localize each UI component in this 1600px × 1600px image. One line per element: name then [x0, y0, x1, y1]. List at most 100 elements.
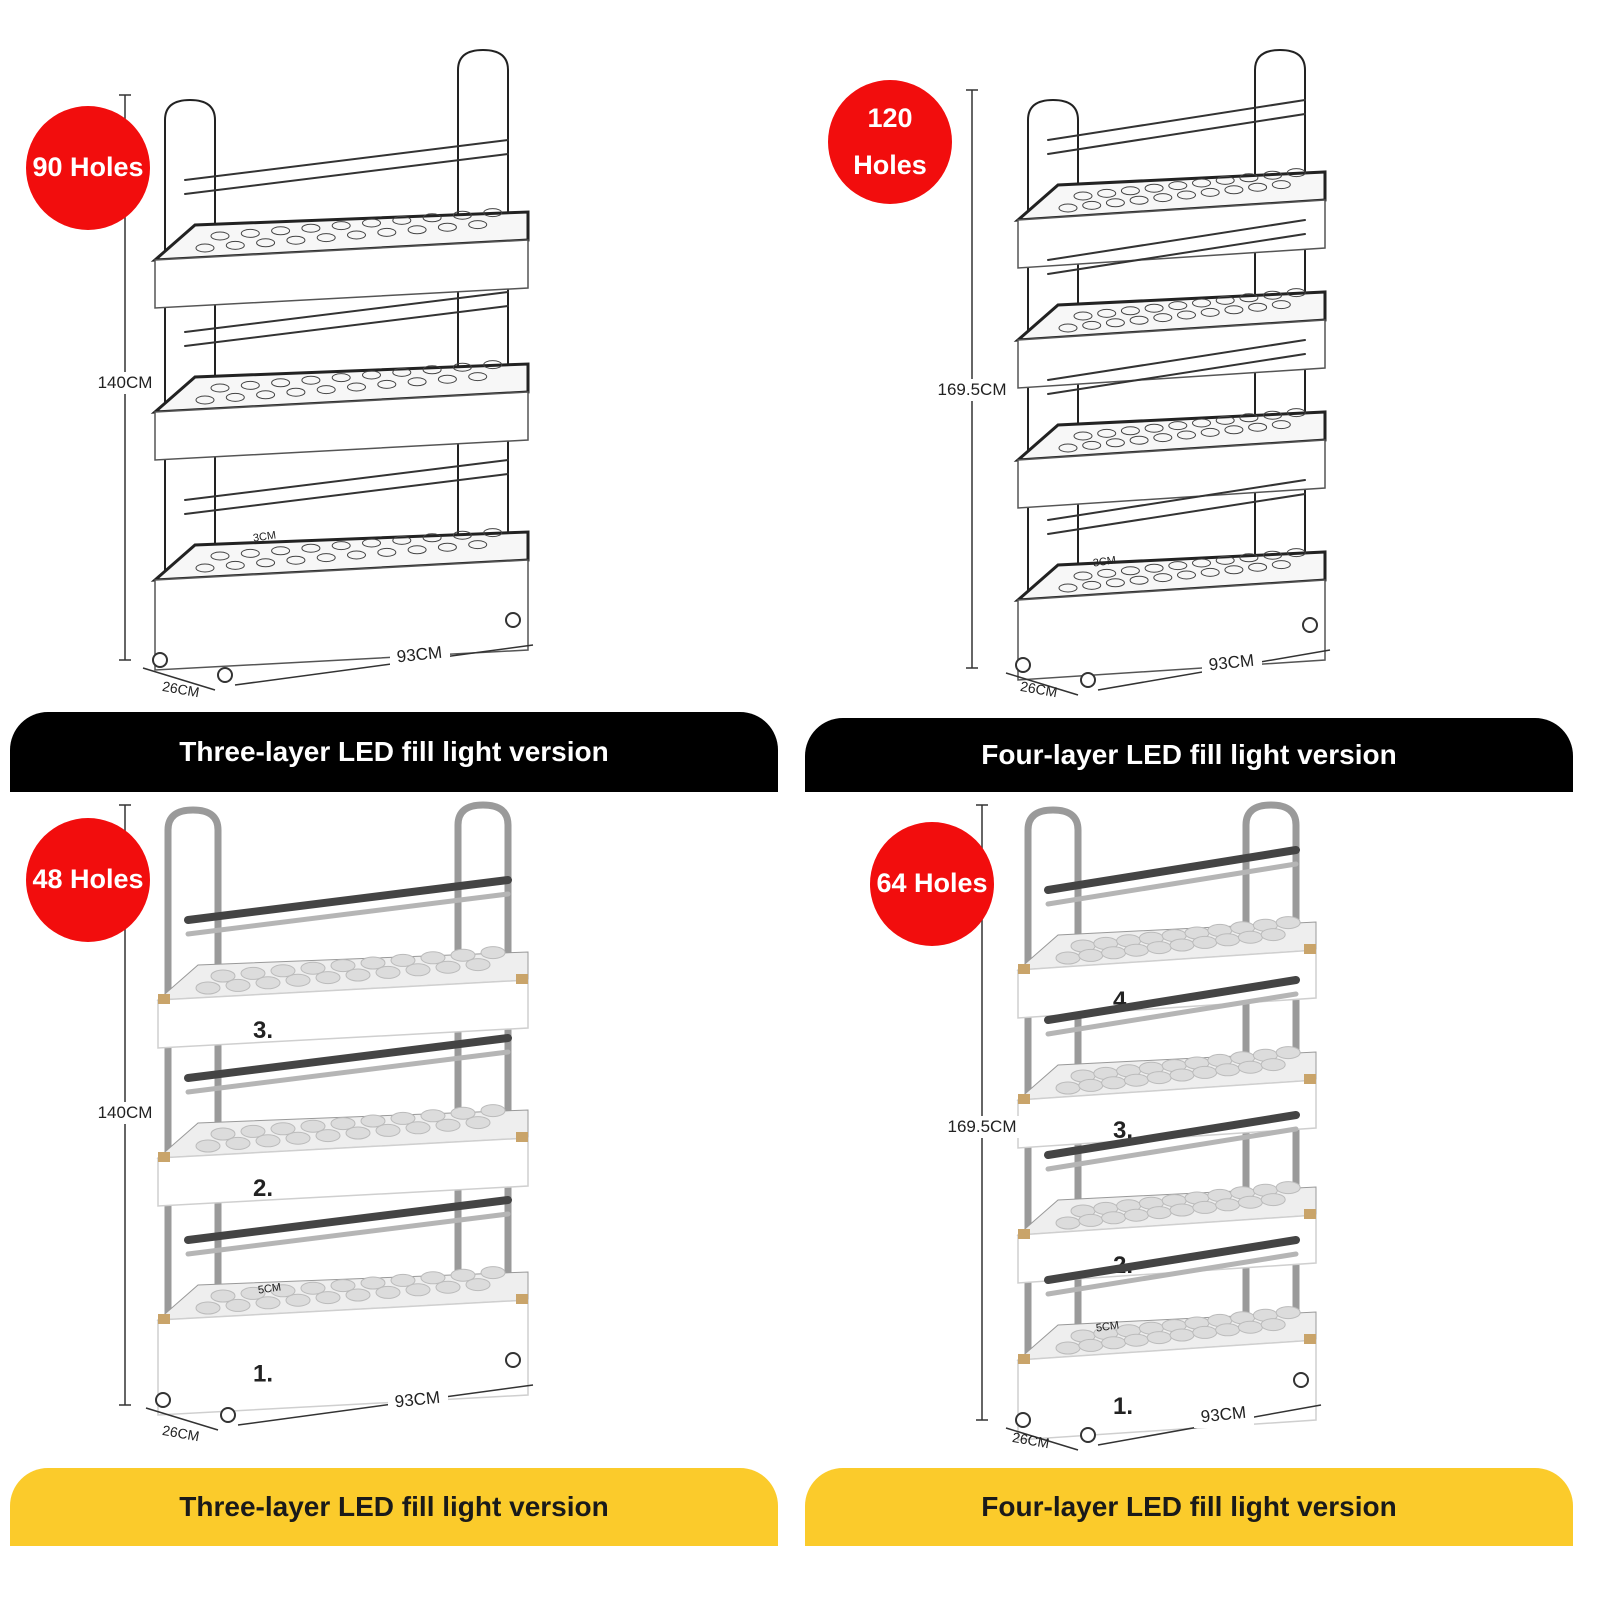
caster-wheel [1302, 617, 1318, 633]
tray-hole [210, 1127, 236, 1141]
holes-badge: 64 Holes [870, 822, 994, 946]
tray-hole [1105, 318, 1125, 328]
tray-hole [1263, 170, 1283, 180]
tray-hole [1101, 1211, 1127, 1225]
tray-hole [1215, 175, 1235, 185]
tray-hole [1200, 187, 1220, 197]
tray-hole [1058, 203, 1078, 213]
badge-line: Holes [853, 150, 927, 180]
tray-hole [392, 535, 412, 545]
led-light-bar [185, 1211, 511, 1257]
tray-hole [1101, 1076, 1127, 1090]
holes-badge: 120 Holes [828, 80, 952, 204]
tray-hole [420, 1109, 446, 1123]
tray-hole [390, 953, 416, 967]
label-backing [390, 644, 450, 668]
tray-wood-trim [1304, 1334, 1316, 1344]
tray-body [154, 391, 529, 461]
led-light-bar [1044, 1236, 1300, 1284]
tray-hole [240, 1286, 266, 1300]
tray-hole [1058, 323, 1078, 333]
tray-hole [422, 365, 442, 375]
tray-wood-trim [1304, 1209, 1316, 1219]
tray-hole [1123, 943, 1149, 957]
tray-hole [435, 960, 461, 974]
caster-wheel [152, 652, 168, 668]
tray-hole [420, 1271, 446, 1285]
tray-hole [468, 220, 488, 230]
tray-hole [330, 1279, 356, 1293]
tray-hole [300, 1281, 326, 1295]
tray-number-label: 1. [253, 1361, 273, 1388]
tray-hole [1177, 430, 1196, 440]
caption-banner: Three-layer LED fill light version [10, 712, 778, 792]
tray-hole [1248, 422, 1268, 432]
tray-hole [1144, 183, 1164, 193]
tray-hole [405, 1283, 431, 1297]
tray-hole [1260, 1193, 1286, 1207]
tray-hole [315, 1129, 341, 1143]
tray-hole [255, 1296, 281, 1310]
tray-hole [362, 370, 381, 380]
tray-hole [256, 390, 276, 400]
tray-hole [483, 360, 503, 370]
depth-dimension-line [142, 667, 216, 691]
tray-hole [210, 383, 230, 393]
tray-hole [255, 1134, 281, 1148]
tray-hole [240, 1124, 266, 1138]
tray-hole [1146, 1206, 1172, 1220]
tray-hole [1275, 1181, 1301, 1195]
tray-hole [1168, 561, 1188, 571]
led-light-bar [184, 459, 509, 501]
width-dimension-line [237, 1384, 534, 1426]
tray-hole [1169, 1068, 1195, 1082]
caption-banner: Three-layer LED fill light version [10, 1468, 778, 1546]
badge-line: 120 [867, 102, 913, 133]
depth-dimension-line [1005, 1427, 1079, 1451]
led-light-bar [1044, 846, 1300, 894]
dimension-label: 3CM [252, 529, 277, 544]
tray-hole [1177, 310, 1196, 320]
tray-hole [345, 968, 371, 982]
tray-hole [1123, 1333, 1149, 1347]
tray-wood-trim [1018, 1354, 1030, 1364]
tray-hole [240, 548, 260, 558]
tray-body [154, 239, 529, 309]
tray-wood-trim [1304, 944, 1316, 954]
tray-hole [1168, 301, 1188, 311]
tray-hole [1055, 1216, 1081, 1230]
tray-hole [1215, 1063, 1241, 1077]
tray-hole [195, 1301, 221, 1315]
tray-hole [1097, 188, 1117, 198]
label-backing [1202, 652, 1262, 676]
tray-hole [347, 550, 366, 560]
led-light-bar [184, 291, 509, 333]
tray-hole [375, 965, 401, 979]
tray-hole [1120, 426, 1140, 436]
led-light-bar [1047, 339, 1306, 381]
caster-wheel [1293, 1372, 1309, 1388]
tray-hole [1271, 300, 1291, 310]
led-light-bar [1045, 991, 1299, 1037]
tray-hole [195, 981, 221, 995]
tray-hole [1248, 302, 1268, 312]
width-dimension-line [234, 644, 534, 686]
tray-hole [1129, 195, 1149, 205]
tray-hole [450, 1106, 476, 1120]
tray-hole [270, 964, 296, 978]
tray-hole [1286, 408, 1306, 418]
dimension-label: 93CM [394, 1388, 441, 1412]
tray-hole [270, 1122, 296, 1136]
tray-hole [1120, 306, 1140, 316]
tray-body [157, 1299, 529, 1416]
led-light-bar [1047, 493, 1306, 535]
tray-hole [360, 1114, 386, 1128]
tray-hole [315, 971, 341, 985]
tray-hole [1058, 443, 1078, 453]
tray-hole [465, 1116, 491, 1130]
tray-hole [1215, 933, 1241, 947]
caster-wheel [155, 1392, 171, 1408]
tray-hole [420, 951, 446, 965]
frame-upright [1024, 806, 1082, 1420]
tray-hole [1101, 946, 1127, 960]
